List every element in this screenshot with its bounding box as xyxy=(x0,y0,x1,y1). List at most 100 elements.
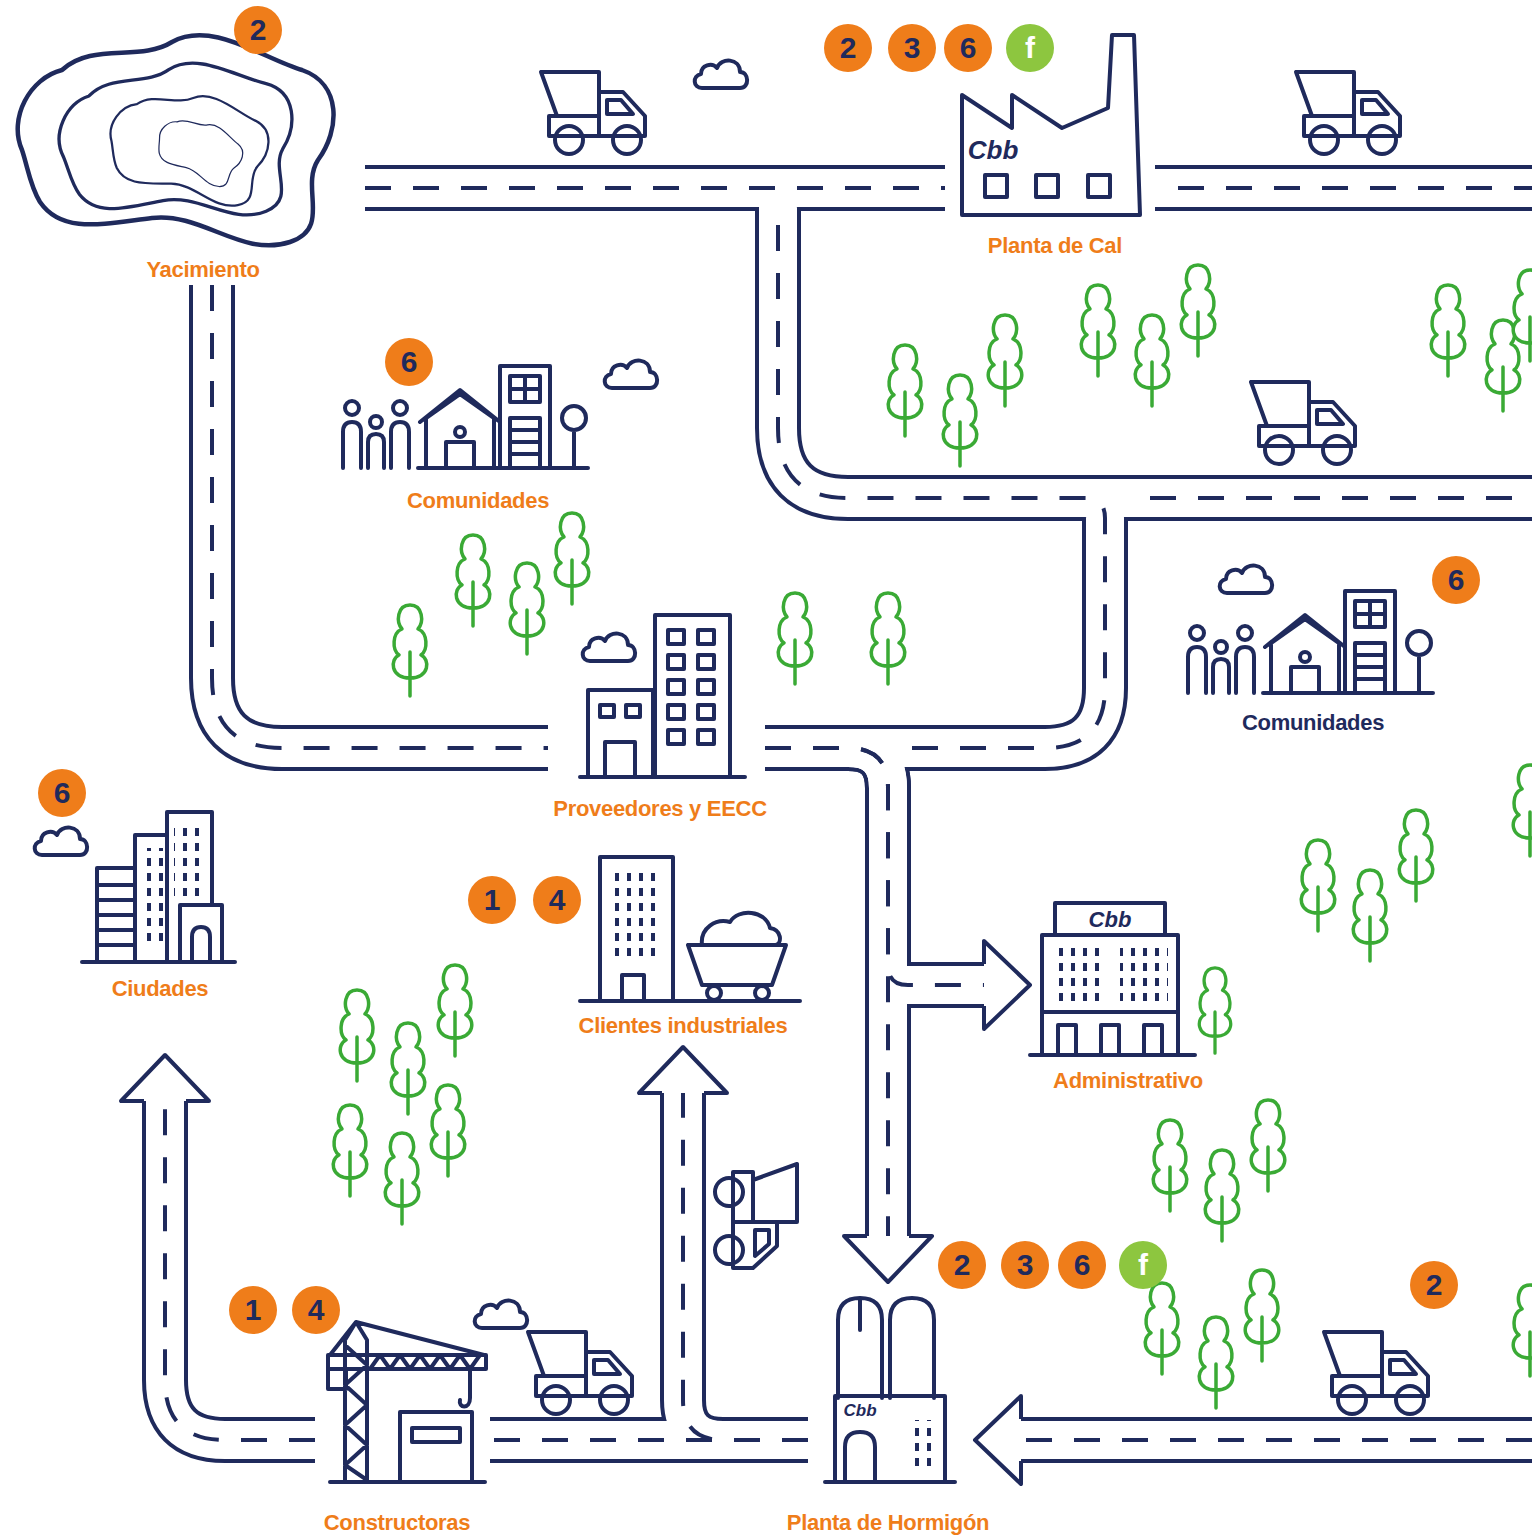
tree xyxy=(1513,765,1532,856)
place-label: Clientes industriales xyxy=(579,1013,788,1039)
place-label: Planta de Cal xyxy=(988,233,1122,259)
tree xyxy=(510,563,544,654)
cloud xyxy=(1220,566,1272,593)
road-connector xyxy=(683,1093,808,1440)
callout-number: f xyxy=(1119,1241,1167,1289)
road-connector xyxy=(165,1101,315,1440)
concrete-plant-icon xyxy=(825,1298,955,1482)
road-dash-group xyxy=(165,188,1532,1440)
tree xyxy=(1513,270,1532,361)
place-node: Comunidades xyxy=(1175,580,1455,745)
callout-number: 2 xyxy=(234,6,282,54)
place-node: Comunidades xyxy=(330,355,660,520)
cloud xyxy=(583,634,635,661)
tree xyxy=(1081,285,1115,376)
callout-number: 6 xyxy=(1058,1241,1106,1289)
contour-line xyxy=(18,35,334,245)
road-connector xyxy=(212,285,548,748)
tree xyxy=(431,1085,465,1176)
office-building-icon xyxy=(1030,903,1195,1055)
road xyxy=(1155,165,1532,211)
callout-number: f xyxy=(1006,24,1054,72)
road-connector-dash xyxy=(765,748,888,1236)
road-connector-fill xyxy=(765,188,1105,748)
tree xyxy=(988,315,1022,406)
place-label: Proveedores y EECC xyxy=(553,796,766,822)
clouds xyxy=(35,61,1272,1328)
arrow-head-group xyxy=(121,941,1030,1484)
tree xyxy=(456,535,490,626)
road-connector xyxy=(490,1417,808,1463)
road xyxy=(1021,1417,1532,1463)
contour-line xyxy=(150,109,250,191)
tree xyxy=(871,593,905,684)
place-node: Clientes industriales xyxy=(565,850,800,1047)
window-grid xyxy=(612,870,662,960)
industrial-client-icon xyxy=(580,857,800,1001)
callout-number: 3 xyxy=(888,24,936,72)
place-label: Comunidades xyxy=(407,488,549,514)
road-fill xyxy=(1155,169,1532,207)
window-grid xyxy=(174,824,206,896)
supplier-building-icon xyxy=(580,615,745,777)
community-icon xyxy=(343,366,588,468)
logo-text: Cbb xyxy=(1089,909,1132,931)
road-connector-fill xyxy=(683,1093,808,1440)
callout-number: 2 xyxy=(938,1241,986,1289)
trucks xyxy=(528,72,1428,1414)
dump-truck xyxy=(541,72,645,154)
tree xyxy=(393,605,427,696)
place-label: Planta de Hormigón xyxy=(787,1510,989,1536)
tree xyxy=(1251,1100,1285,1191)
contour-line xyxy=(54,56,298,227)
place-label: Comunidades xyxy=(1242,710,1384,736)
place-label: Ciudades xyxy=(112,976,209,1002)
place-label: Administrativo xyxy=(1053,1068,1203,1094)
tree xyxy=(385,1133,419,1224)
callout-number: 6 xyxy=(385,338,433,386)
road-connector-dash xyxy=(165,1101,315,1440)
cloud xyxy=(475,1301,527,1328)
crane-icon xyxy=(328,1322,486,1482)
place-node: Proveedores y EECC xyxy=(548,610,765,825)
window-grid xyxy=(1120,945,1168,1005)
road-fill-group xyxy=(165,188,1532,1440)
tree xyxy=(1431,285,1465,376)
road-connector-fill xyxy=(165,1101,315,1440)
callout-number: 2 xyxy=(1410,1261,1458,1309)
tree xyxy=(1301,840,1335,931)
logo-text: Cbb xyxy=(968,137,1019,163)
road-connector xyxy=(765,748,888,1236)
tree xyxy=(888,345,922,436)
road-connector-fill xyxy=(765,748,888,1236)
road-arrow-head xyxy=(844,1236,932,1282)
road-connector-dash xyxy=(212,285,548,748)
tree xyxy=(1145,1283,1179,1374)
place-label: Yacimiento xyxy=(146,257,259,283)
callout-number: 6 xyxy=(38,769,86,817)
dump-truck xyxy=(528,1332,632,1414)
cloud xyxy=(695,61,747,88)
callout-number: 4 xyxy=(292,1286,340,1334)
tree xyxy=(391,1023,425,1114)
lime-plant-icon xyxy=(962,35,1140,215)
road-connector-dash xyxy=(765,748,984,985)
community-icon xyxy=(1188,591,1433,693)
tree xyxy=(1205,1150,1239,1241)
contour-line xyxy=(103,84,274,210)
dump-truck xyxy=(1296,72,1400,154)
dump-truck xyxy=(1251,382,1355,464)
road-connector-dash xyxy=(490,1438,808,1442)
road-outline-group xyxy=(165,188,1532,1440)
tree xyxy=(555,513,589,604)
road-connector xyxy=(765,188,1105,748)
place-label: Constructoras xyxy=(324,1510,470,1536)
dump-truck xyxy=(1324,1332,1428,1414)
callout-number: 4 xyxy=(533,876,581,924)
dump-truck xyxy=(715,1164,797,1268)
road-connector-fill xyxy=(490,1421,808,1459)
callout-number: 1 xyxy=(229,1286,277,1334)
place-node: Yacimiento xyxy=(0,40,365,285)
tree xyxy=(333,1105,367,1196)
